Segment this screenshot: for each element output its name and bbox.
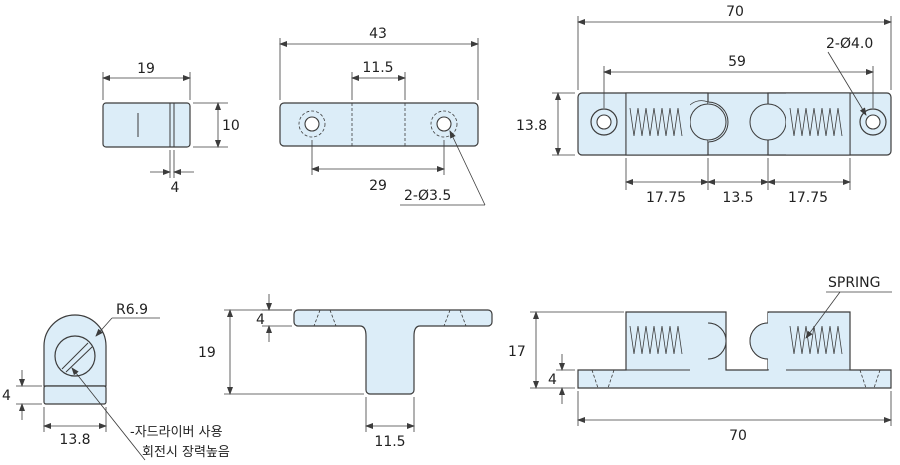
dim-13-8-end: 13.8 — [59, 432, 90, 448]
counterbore-right — [430, 110, 458, 138]
side-spring-right — [789, 325, 843, 355]
view-end: R6.9 4 13.8 -자드라이버 사용 회전시 장력높음 — [2, 302, 230, 461]
plate-body — [279, 102, 479, 147]
dim-17-75-left: 17.75 — [646, 190, 686, 206]
note-line-2: 회전시 장력높음 — [142, 445, 230, 460]
dim-43: 43 — [369, 26, 387, 42]
dim-70-top: 70 — [726, 4, 744, 20]
spring-right — [789, 107, 843, 137]
dim-11-5-t: 11.5 — [374, 434, 405, 450]
hole-right — [436, 116, 452, 132]
view-t-section: 4 19 11.5 — [198, 294, 493, 450]
dim-10: 10 — [222, 118, 240, 134]
hole-callout-3-5: 2-Ø3.5 — [404, 188, 451, 204]
hole-right-large — [865, 114, 881, 130]
dim-29: 29 — [369, 178, 387, 194]
dim-r6-9: R6.9 — [116, 302, 148, 318]
side-spring-left — [629, 325, 683, 355]
note-line-1: -자드라이버 사용 — [130, 425, 223, 440]
dim-19-t: 19 — [198, 345, 216, 361]
dim-13-5: 13.5 — [722, 190, 753, 206]
hole-callout-4-0: 2-Ø4.0 — [826, 36, 873, 52]
dim-70-bottom: 70 — [729, 428, 747, 444]
hole-left — [304, 116, 320, 132]
hole-left-large — [596, 114, 612, 130]
view-side-small: 19 10 4 — [102, 61, 240, 196]
dim-17-75-right: 17.75 — [788, 190, 828, 206]
dim-59: 59 — [728, 54, 746, 70]
spring-left — [629, 107, 683, 137]
t-body — [293, 309, 493, 395]
dim-11-5: 11.5 — [362, 60, 393, 76]
dim-4-t: 4 — [256, 312, 265, 328]
view-top-small: 43 11.5 29 2-Ø3.5 — [279, 26, 486, 206]
view-top-large: 70 59 2-Ø4.0 13.8 17.75 13.5 17.75 — [516, 4, 892, 206]
dim-13-8-top: 13.8 — [516, 118, 547, 134]
block-body — [102, 102, 191, 148]
dim-4-end: 4 — [2, 388, 11, 404]
spring-label: SPRING — [828, 275, 881, 291]
counterbore-left — [298, 110, 326, 138]
dim-4: 4 — [171, 180, 180, 196]
ball-right — [749, 103, 787, 141]
dim-19: 19 — [137, 61, 155, 77]
dim-17: 17 — [508, 344, 526, 360]
view-side-large: SPRING 17 4 70 — [508, 275, 892, 444]
dim-4-side: 4 — [548, 372, 557, 388]
